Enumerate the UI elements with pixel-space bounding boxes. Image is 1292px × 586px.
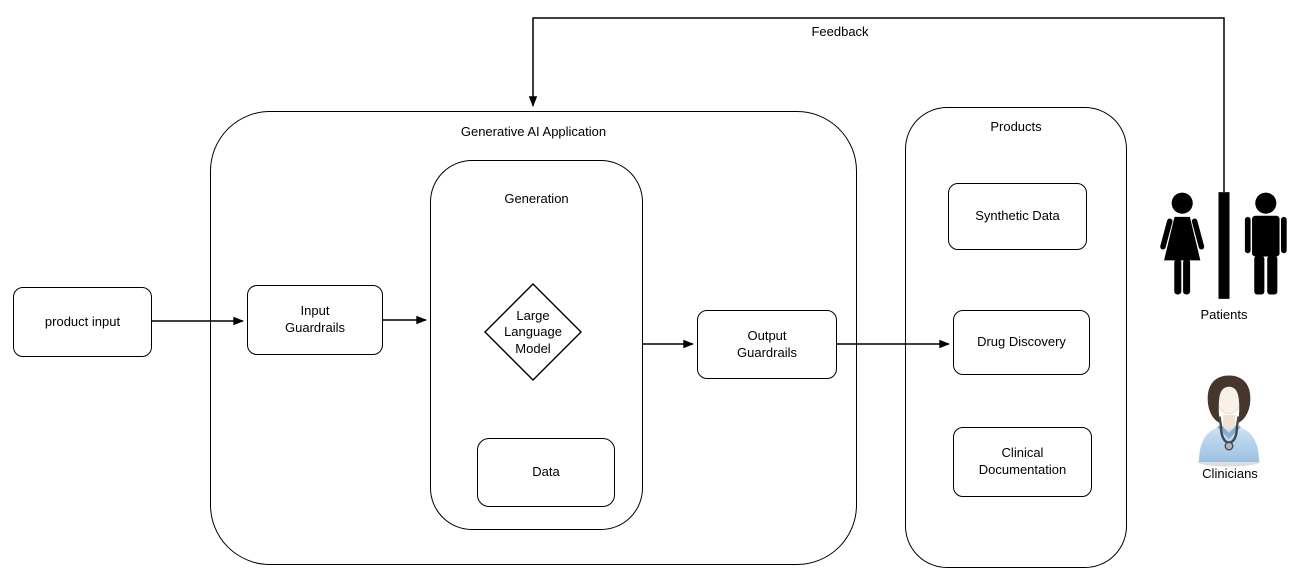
container-label-generation: Generation: [504, 191, 569, 206]
clinicians-label: Clinicians: [1202, 466, 1258, 481]
node-label: Output Guardrails: [737, 327, 797, 360]
node-clinical-documentation: Clinical Documentation: [953, 427, 1092, 497]
divider-bar: [1218, 192, 1230, 299]
patients-label: Patients: [1200, 307, 1248, 322]
patients-male-female-icon: [1160, 192, 1287, 299]
container-label-generative-ai-application: Generative AI Application: [460, 124, 607, 139]
clinician-avatar-icon: [1198, 375, 1260, 467]
node-output-guardrails: Output Guardrails: [697, 310, 837, 379]
neck: [1223, 415, 1235, 429]
feedback-edge-label: Feedback: [811, 24, 869, 39]
node-label: Drug Discovery: [977, 334, 1066, 350]
node-label: Input Guardrails: [285, 303, 345, 335]
node-large-language-model-label: Large Language Model: [504, 308, 562, 356]
hair: [1207, 375, 1251, 423]
node-drug-discovery: Drug Discovery: [953, 310, 1090, 375]
node-input-guardrails: Input Guardrails: [247, 285, 383, 355]
node-label: Synthetic Data: [975, 208, 1060, 224]
node-synthetic-data: Synthetic Data: [948, 183, 1087, 250]
node-label: Clinical Documentation: [978, 445, 1067, 477]
v-neck-collar: [1217, 424, 1241, 439]
male-figure-icon: [1244, 192, 1287, 295]
female-figure-icon: [1160, 192, 1205, 295]
node-product-input: product input: [13, 287, 152, 357]
node-data: Data: [477, 438, 615, 507]
stethoscope-chestpiece: [1224, 441, 1234, 451]
node-label: Data: [532, 464, 560, 480]
large-language-model-diamond: [484, 283, 582, 381]
node-label: product input: [44, 313, 121, 329]
container-label-products: Products: [990, 119, 1042, 134]
arrow-feedback-patients-to-generative-ai: [528, 17, 1225, 192]
